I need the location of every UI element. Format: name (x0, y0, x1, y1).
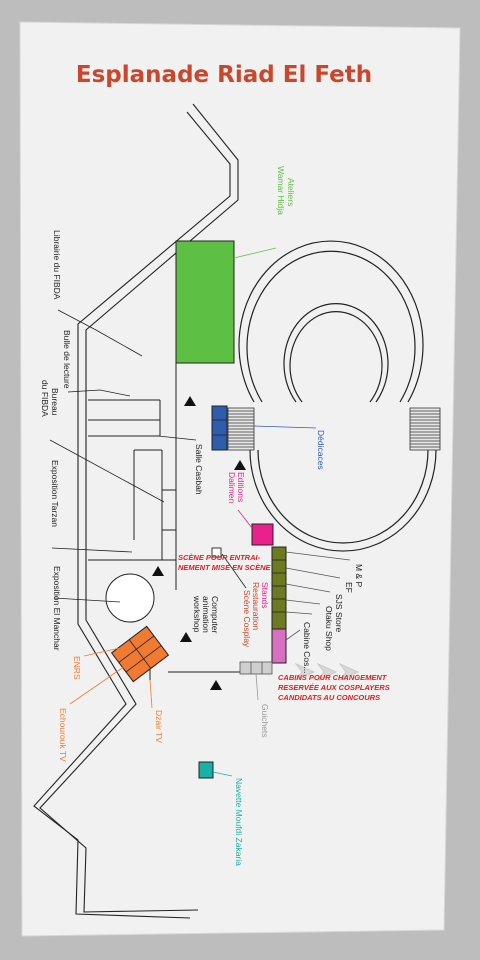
label-bulle: Bulle de lecture (62, 330, 72, 389)
arena-stairs-right (409, 407, 441, 451)
label-echourouk: Echourouk TV (58, 708, 68, 762)
map-labels: Ateliers Wamar Hidja Librairie du FIBDA … (40, 166, 364, 866)
leader-lines (49, 247, 351, 777)
handwritten-notes: SCÈNE POUR ENTRAI- NEMENT MISE EN SCÈNE … (178, 553, 390, 702)
label-ateliers: Ateliers (286, 178, 296, 206)
exposition-el-manchar-circle[interactable] (105, 573, 155, 623)
interior-walls (88, 363, 177, 680)
label-dedicaces: Dédicaces (316, 430, 326, 470)
label-stands: Stands (260, 582, 270, 608)
label-dzair: Dzair TV (154, 710, 164, 743)
label-cabine: Cabine Cos... (302, 622, 312, 674)
scene-marker (211, 547, 222, 558)
tv-blocks[interactable] (110, 625, 170, 683)
label-enrs: ENRS (72, 656, 82, 680)
label-bureau-1: Bureau (50, 388, 60, 416)
paper-sheet (19, 21, 461, 937)
label-editions-2: Dalimen (227, 472, 237, 503)
arena-stairs-left (227, 407, 255, 451)
label-salle: Salle Casbah (194, 444, 204, 495)
label-restauration: Restauration (251, 582, 261, 630)
label-mp: M & P (354, 564, 364, 587)
label-guichets: Guichets (260, 704, 270, 738)
note-cabins-line-1: CABINS POUR CHANGEMENT (278, 673, 388, 682)
label-tarzan: Exposition Tarzan (50, 460, 60, 527)
label-wamar: Wamar Hidja (276, 166, 286, 215)
note-scene-line-2: NEMENT MISE EN SCÈNE (178, 563, 272, 572)
label-sjs: SJS Store (334, 594, 344, 633)
note-cabins-line-3: CANDIDATS AU CONCOURS (278, 693, 380, 702)
label-computer-2: animation (201, 596, 211, 633)
label-computer-1: Computer (210, 596, 220, 633)
label-navette: Navette Moufdi Zakaria (234, 778, 244, 866)
note-cabins-line-2: RESERVÉE AUX COSPLAYERS (278, 683, 390, 692)
note-scene-line-1: SCÈNE POUR ENTRAI- (178, 553, 261, 562)
entry-triangles (152, 396, 246, 690)
label-computer-3: workshop (192, 595, 202, 633)
label-editions-1: Editions (236, 472, 246, 502)
label-librairie: Librairie du FIBDA (52, 230, 62, 300)
navette-block[interactable] (198, 761, 214, 779)
label-bureau-2: du FIBDA (40, 380, 50, 417)
label-manchar: Exposition El Manchar (52, 566, 62, 651)
ateliers-block[interactable] (175, 240, 235, 364)
stands-column[interactable] (271, 546, 287, 630)
editions-dalimen-block[interactable] (251, 523, 274, 546)
label-otaku: Otaku Shop (324, 606, 334, 651)
label-ef: EF (344, 582, 354, 593)
entrance-arrows (294, 662, 360, 682)
guichets-block[interactable] (239, 661, 273, 675)
dedicaces-block[interactable] (211, 405, 228, 451)
label-scene: Scène Cosplay (242, 590, 252, 648)
cabine-cosplay-block[interactable] (271, 628, 287, 664)
map-title: Esplanade Riad El Feth (76, 62, 372, 88)
